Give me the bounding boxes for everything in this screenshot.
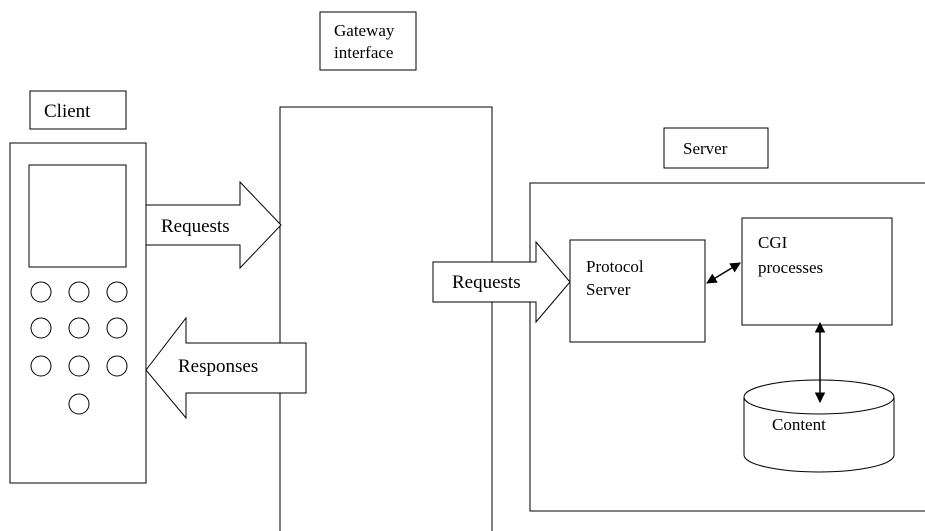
keypad-button-8 [68,355,90,377]
keypad-button-1 [30,281,52,303]
gateway-label-box [319,11,417,71]
cgi-label-line1: CGI [758,233,788,252]
server-label-box [663,127,769,169]
cgi-label-line2: processes [758,258,823,277]
keypad-button-9 [106,355,128,377]
client-label: Client [44,101,91,122]
requests-label-server: Requests [452,272,521,293]
keypad-button-7 [30,355,52,377]
protocol-server-line2: Server [586,280,631,299]
server-label: Server [683,139,728,158]
gateway-interface [279,106,493,531]
keypad-button-2 [68,281,90,303]
requests-arrow-gateway-to-server [432,240,571,324]
protocol-server-box [569,239,706,343]
keypad-button-5 [68,317,90,339]
requests-label-client: Requests [161,216,230,237]
cgi-processes-box [741,217,893,326]
requests-arrow-client-to-gateway [145,180,282,270]
responses-label: Responses [178,356,258,377]
keypad-button-4 [30,317,52,339]
client-screen [28,164,127,268]
keypad-button-3 [106,281,128,303]
protocol-cgi-bidirectional-arrow [706,262,741,284]
gateway-label-line2: interface [334,43,393,62]
protocol-server-line1: Protocol [586,257,644,276]
client-label-box [29,90,127,130]
keypad-button-6 [106,317,128,339]
gateway-label-line1: Gateway [334,21,395,40]
responses-arrow-gateway-to-client [145,316,307,420]
keypad-button-0 [68,393,90,415]
content-label: Content [772,415,826,434]
